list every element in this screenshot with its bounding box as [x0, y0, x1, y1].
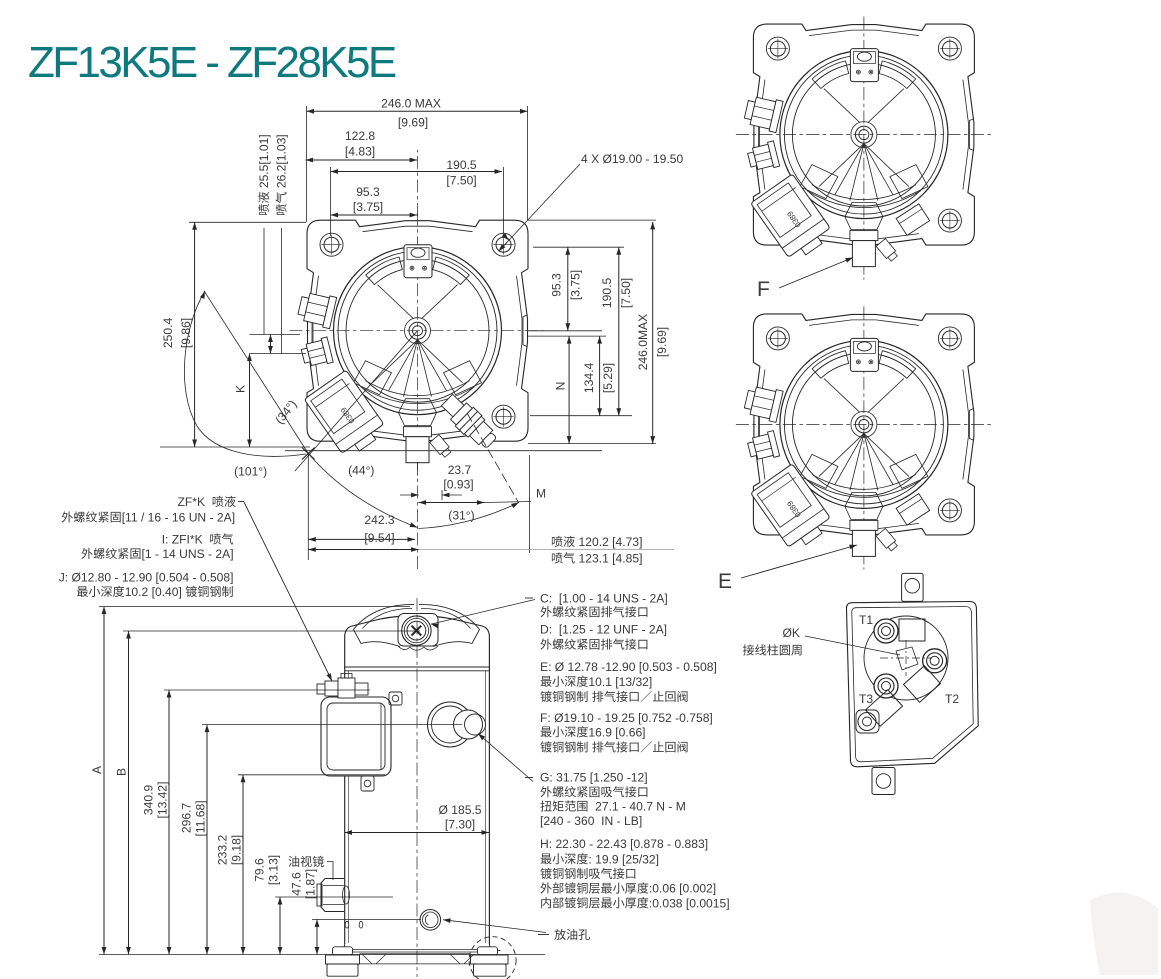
svg-text:10.1 [13/32]: 10.1 [13/32]	[588, 675, 652, 689]
svg-text:134.4: 134.4	[582, 363, 596, 394]
svg-text:[7.30]: [7.30]	[445, 818, 475, 832]
svg-text:F: F	[757, 278, 770, 301]
svg-text:340.9: 340.9	[142, 785, 156, 816]
svg-text:(31°): (31°)	[448, 509, 474, 523]
svg-text:47.6: 47.6	[290, 872, 304, 896]
svg-text:J: Ø12.80 - 12.90 [0.504 - 0.5: J: Ø12.80 - 12.90 [0.504 - 0.508]	[59, 571, 234, 585]
svg-text:E: E	[718, 570, 732, 593]
svg-text:[11.68]: [11.68]	[194, 800, 208, 836]
svg-text:N: N	[554, 382, 568, 391]
svg-text:[9.18]: [9.18]	[230, 835, 244, 865]
svg-text:(44°): (44°)	[348, 464, 374, 478]
svg-text:[7.50]: [7.50]	[446, 174, 476, 188]
svg-text:[9.69]: [9.69]	[655, 327, 669, 357]
svg-text:16.9 [0.66]: 16.9 [0.66]	[588, 725, 645, 739]
svg-text:M: M	[536, 487, 546, 501]
svg-text:27.1 - 40.7 N - M: 27.1 - 40.7 N - M	[588, 800, 685, 814]
svg-text:G: 31.75 [1.250 -12]: G: 31.75 [1.250 -12]	[540, 770, 648, 784]
svg-text:120.2 [4.73]: 120.2 [4.73]	[575, 535, 642, 549]
svg-text:242.3: 242.3	[364, 513, 395, 527]
svg-text:B: B	[115, 768, 129, 776]
svg-text:123.1 [4.85]: 123.1 [4.85]	[575, 552, 642, 566]
svg-text:ZF*K: ZF*K	[178, 495, 212, 509]
svg-text::0.038 [0.0015]: :0.038 [0.0015]	[649, 896, 730, 910]
svg-text:190.5: 190.5	[600, 278, 614, 309]
svg-text:Ø 185.5: Ø 185.5	[439, 803, 482, 817]
svg-text:[3.13]: [3.13]	[267, 855, 281, 885]
svg-text:[13.42]: [13.42]	[156, 782, 170, 819]
svg-text:F: Ø19.10 - 19.25 [0.752 -0.75: F: Ø19.10 - 19.25 [0.752 -0.758]	[540, 711, 713, 725]
svg-text:[9.54]: [9.54]	[364, 531, 394, 545]
svg-text:233.2: 233.2	[216, 835, 230, 866]
svg-text:D: [1.25 - 12 UNF - 2A]: D: [1.25 - 12 UNF - 2A]	[540, 623, 667, 637]
svg-text:A: A	[90, 765, 104, 774]
svg-text:ZF13K5E - ZF28K5E: ZF13K5E - ZF28K5E	[28, 38, 396, 87]
svg-text:[1 - 14 UNS - 2A]: [1 - 14 UNS - 2A]	[142, 547, 234, 561]
svg-text:122.8: 122.8	[345, 129, 376, 143]
svg-text:I: ZFI*K: I: ZFI*K	[162, 533, 210, 547]
svg-text:246.0 MAX: 246.0 MAX	[381, 97, 441, 111]
svg-text:[9.69]: [9.69]	[398, 116, 428, 130]
svg-text:4 X Ø19.00 - 19.50: 4 X Ø19.00 - 19.50	[581, 152, 683, 166]
svg-text:10.2 [0.40]: 10.2 [0.40]	[125, 585, 186, 599]
svg-text:T2: T2	[945, 692, 959, 706]
svg-text:K: K	[234, 385, 248, 393]
svg-text:: 19.9 [25/32]: : 19.9 [25/32]	[588, 852, 659, 866]
svg-text:95.3: 95.3	[550, 273, 564, 297]
svg-text:[3.75]: [3.75]	[353, 200, 383, 214]
svg-text:190.5: 190.5	[446, 158, 477, 172]
svg-text:T1: T1	[859, 613, 873, 627]
svg-text:C: [1.00 - 14 UNS - 2A]: C: [1.00 - 14 UNS - 2A]	[540, 591, 668, 605]
svg-text:250.4: 250.4	[161, 318, 175, 349]
svg-text:[1.87]: [1.87]	[304, 869, 318, 899]
svg-text:ØK: ØK	[783, 626, 800, 640]
svg-text:[5.29]: [5.29]	[601, 363, 615, 393]
svg-text:H: 22.30 - 22.43 [0.878 - 0.88: H: 22.30 - 22.43 [0.878 - 0.883]	[540, 837, 708, 851]
svg-text:23.7: 23.7	[448, 463, 472, 477]
svg-text:246.0MAX: 246.0MAX	[636, 314, 650, 370]
svg-text:95.3: 95.3	[356, 185, 380, 199]
svg-text:[3.75]: [3.75]	[569, 270, 583, 300]
svg-text:[0.93]: [0.93]	[443, 478, 473, 492]
svg-text::0.06 [0.002]: :0.06 [0.002]	[649, 882, 716, 896]
svg-text:296.7: 296.7	[180, 803, 194, 834]
svg-text:[240 - 360 IN - LB]: [240 - 360 IN - LB]	[540, 814, 642, 828]
svg-text:[11 / 16 - 16 UN - 2A]: [11 / 16 - 16 UN - 2A]	[122, 511, 235, 525]
svg-text:[4.83]: [4.83]	[345, 145, 375, 159]
svg-text:[9.86]: [9.86]	[179, 318, 193, 348]
svg-text:79.6: 79.6	[253, 858, 267, 882]
svg-text:25.5[1.01]: 25.5[1.01]	[257, 134, 271, 191]
svg-text:[7.50]: [7.50]	[619, 278, 633, 308]
svg-text:E: Ø 12.78 -12.90 [0.503 - 0.5: E: Ø 12.78 -12.90 [0.503 - 0.508]	[540, 660, 717, 674]
svg-text:T3: T3	[859, 692, 873, 706]
svg-text:(101°): (101°)	[234, 465, 267, 479]
svg-text:26.2[1.03]: 26.2[1.03]	[275, 134, 289, 191]
